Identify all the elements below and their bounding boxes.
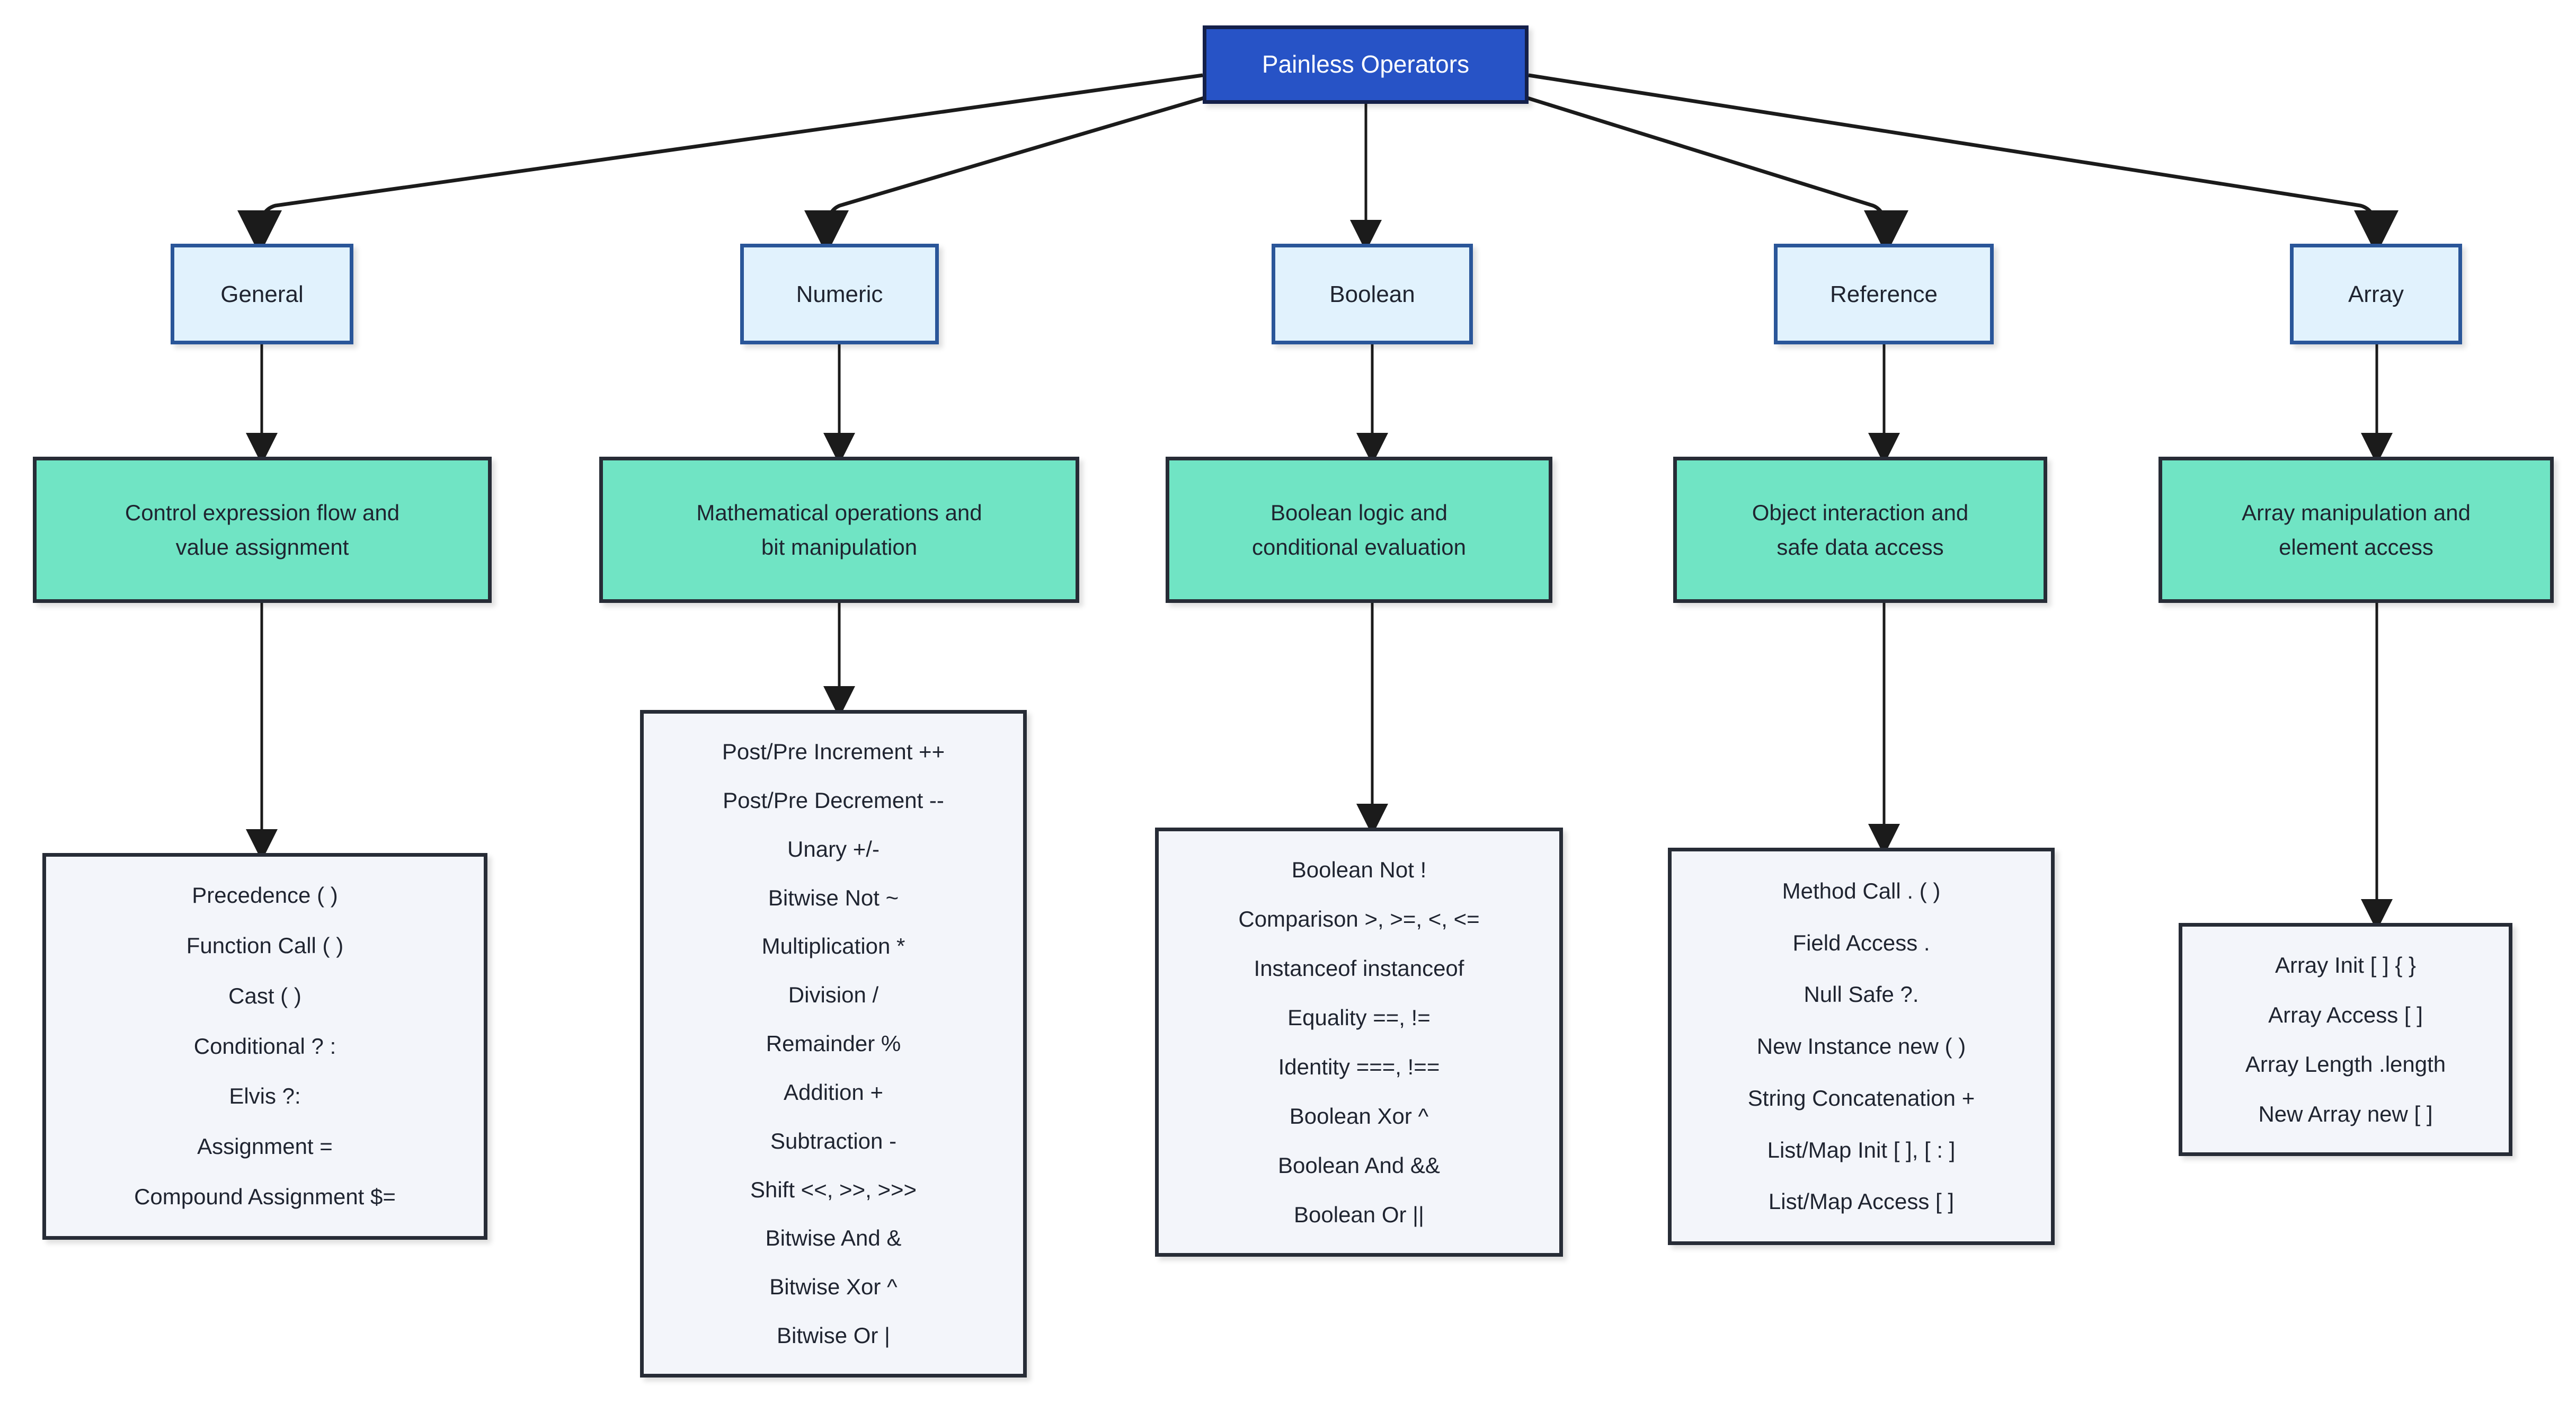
description-line: value assignment: [175, 535, 349, 559]
operator-item: Array Init [ ] { }: [2275, 953, 2417, 978]
operator-item: String Concatenation +: [1747, 1085, 1975, 1110]
operator-item: Comparison >, >=, <, <=: [1238, 907, 1480, 931]
node-root-label: Painless Operators: [1262, 50, 1470, 78]
node-description-numeric: Mathematical operations and bit manipula…: [599, 457, 1079, 603]
description-line: conditional evaluation: [1252, 535, 1466, 559]
operator-item: Cast ( ): [228, 983, 301, 1008]
operator-item: Field Access .: [1792, 930, 1930, 955]
edge-root-numeric: [804, 96, 1204, 255]
description-line: Object interaction and: [1752, 500, 1969, 525]
operator-item: Function Call ( ): [186, 932, 344, 958]
node-category-general[interactable]: General: [171, 244, 353, 344]
node-category-numeric[interactable]: Numeric: [740, 244, 939, 344]
operator-item: Null Safe ?.: [1804, 982, 1919, 1007]
operator-item: Elvis ?:: [229, 1083, 301, 1109]
node-category-label: Boolean: [1329, 281, 1415, 307]
description-line: Mathematical operations and: [696, 500, 982, 525]
description-line: bit manipulation: [761, 535, 918, 559]
description-line: safe data access: [1776, 535, 1944, 559]
description-line: Control expression flow and: [125, 500, 400, 525]
operator-item: Remainder %: [766, 1031, 901, 1056]
operator-item: Equality ==, !=: [1287, 1005, 1431, 1030]
operator-item: Compound Assignment $=: [134, 1184, 396, 1210]
description-line: Boolean logic and: [1271, 500, 1447, 525]
operator-item: Subtraction -: [770, 1128, 897, 1153]
node-operator-list-boolean: Boolean Not ! Comparison >, >=, <, <= Inst…: [1155, 828, 1563, 1257]
operator-item: Addition +: [784, 1079, 883, 1105]
operator-item: Boolean Xor ^: [1289, 1104, 1429, 1128]
operator-item: Boolean Or ||: [1294, 1202, 1424, 1227]
operator-item: Boolean And &&: [1278, 1153, 1440, 1178]
node-description-array: Array manipulation and element access: [2158, 457, 2554, 603]
node-description-general: Control expression flow and value assign…: [33, 457, 492, 603]
operator-item: Unary +/-: [787, 836, 880, 861]
operator-item: List/Map Init [ ], [ : ]: [1767, 1137, 1956, 1162]
node-description-boolean: Boolean logic and conditional evaluation: [1166, 457, 1552, 603]
node-operator-list-reference: Method Call . ( ) Field Access . Null Safe…: [1668, 848, 2055, 1245]
operator-item: Multiplication *: [761, 934, 905, 959]
operator-item: Precedence ( ): [192, 883, 338, 908]
operator-item: Bitwise Xor ^: [769, 1274, 898, 1300]
node-category-label: Numeric: [796, 281, 883, 307]
operator-item: Conditional ? :: [193, 1033, 336, 1059]
node-category-label: Reference: [1829, 281, 1938, 307]
operator-item: Array Length .length: [2245, 1052, 2446, 1077]
operator-item: Array Access [ ]: [2268, 1002, 2423, 1027]
node-category-label: General: [220, 281, 304, 307]
description-line: element access: [2279, 535, 2433, 559]
operator-item: New Array new [ ]: [2258, 1101, 2433, 1126]
node-root-painless-operators[interactable]: Painless Operators: [1203, 25, 1529, 104]
operator-item: Identity ===, !==: [1278, 1054, 1440, 1079]
edge-root-reference: [1526, 96, 1908, 255]
operator-item: Assignment =: [197, 1134, 333, 1159]
edge-root-general: [237, 73, 1203, 255]
operator-item: Method Call . ( ): [1782, 878, 1941, 903]
description-line: Array manipulation and: [2242, 500, 2471, 525]
node-category-label: Array: [2348, 281, 2404, 307]
edge-root-array: [1528, 73, 2399, 255]
operator-item: Post/Pre Increment ++: [722, 739, 945, 765]
node-category-boolean[interactable]: Boolean: [1272, 244, 1473, 344]
node-operator-list-general: Precedence ( ) Function Call ( ) Cast ( ) C…: [42, 853, 487, 1240]
node-category-array[interactable]: Array: [2290, 244, 2462, 344]
node-operator-list-numeric: Post/Pre Increment ++ Post/Pre Decrement …: [640, 710, 1027, 1378]
operator-item: Instanceof instanceof: [1254, 956, 1464, 981]
operator-item: Division /: [788, 982, 879, 1008]
node-category-reference[interactable]: Reference: [1774, 244, 1994, 344]
operator-item: Shift <<, >>, >>>: [750, 1177, 917, 1202]
node-description-reference: Object interaction and safe data access: [1673, 457, 2047, 603]
operator-item: Bitwise Or |: [777, 1323, 890, 1348]
node-operator-list-array: Array Init [ ] { } Array Access [ ] Array …: [2179, 923, 2512, 1156]
operator-item: Post/Pre Decrement --: [723, 787, 944, 813]
operator-item: New Instance new ( ): [1756, 1034, 1966, 1059]
operator-item: Boolean Not !: [1291, 857, 1427, 882]
operator-item: List/Map Access [ ]: [1768, 1189, 1955, 1214]
operator-item: Bitwise And &: [765, 1225, 902, 1251]
operator-item: Bitwise Not ~: [768, 885, 899, 910]
